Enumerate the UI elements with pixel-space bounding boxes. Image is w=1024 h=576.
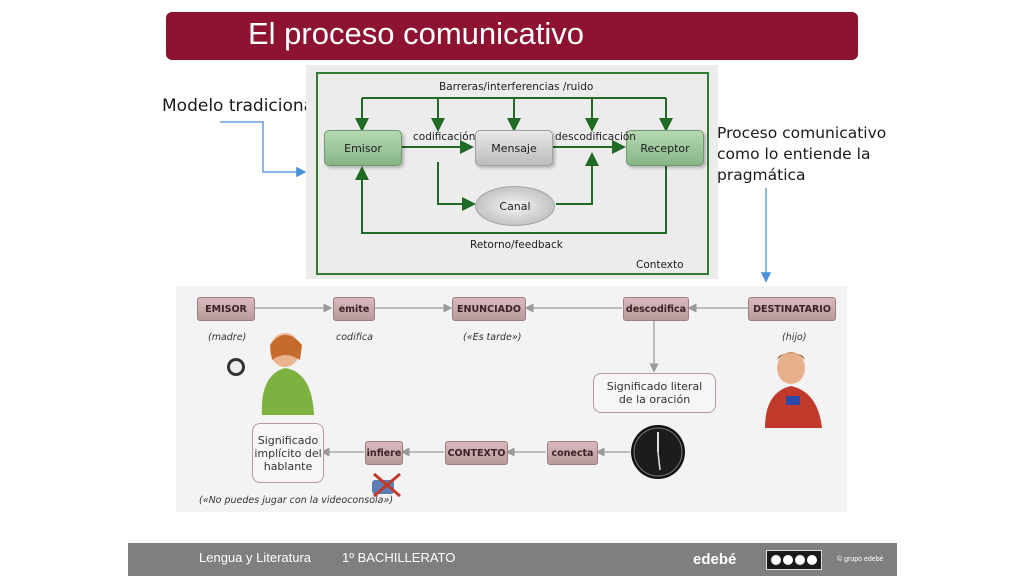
receptor-box: Receptor [626, 130, 704, 166]
label-pragmatic-line-2: como lo entiende la [717, 145, 871, 163]
footer-copyright: © grupo edebé [837, 556, 884, 563]
label-pragmatic-process: Proceso comunicativo como lo entiende la… [717, 123, 887, 186]
cc-circle-icon [771, 555, 781, 565]
label-traditional-model: Modelo tradicional [162, 96, 319, 116]
traditional-model-diagram [306, 65, 718, 279]
canal-ellipse: Canal [475, 186, 555, 226]
feedback-label: Retorno/feedback [470, 239, 563, 251]
arrow-traditional-pointer [220, 121, 307, 178]
mother-illustration [227, 333, 314, 415]
codifica-caption: codifica [336, 332, 373, 343]
by-circle-icon [783, 555, 793, 565]
cc-license-icon [766, 550, 822, 570]
mensaje-box: Mensaje [475, 130, 553, 166]
context-frame [316, 72, 709, 275]
significado-literal-box: Significado literal de la oración [593, 373, 716, 413]
nc-circle-icon [795, 555, 805, 565]
contexto-label: Contexto [636, 259, 684, 271]
significado-implicito-line-2: implícito del [254, 446, 322, 460]
descodificacion-label: descodificación [555, 131, 636, 143]
descodifica-tag: descodifica [623, 297, 689, 321]
significado-implicito-box: Significado implícito del hablante [252, 423, 324, 483]
label-pragmatic-line-3: pragmática [717, 166, 806, 184]
emite-tag: emite [333, 297, 375, 321]
infiere-tag: infiere [365, 441, 403, 465]
conecta-tag: conecta [547, 441, 598, 465]
title-banner [166, 12, 858, 60]
significado-implicito-line-3: hablante [263, 459, 313, 473]
significado-literal-line-1: Significado literal [606, 380, 703, 393]
hijo-caption: (hijo) [782, 332, 807, 343]
es-tarde-caption: («Es tarde») [463, 332, 522, 343]
sa-circle-icon [807, 555, 817, 565]
madre-caption: (madre) [208, 332, 247, 343]
destinatario-tag: DESTINATARIO [748, 297, 836, 321]
emisor-tag: EMISOR [197, 297, 255, 321]
barriers-label: Barreras/interferencias /ruido [439, 81, 594, 93]
boy-illustration [765, 352, 822, 428]
label-pragmatic-line-1: Proceso comunicativo [717, 124, 887, 142]
slide-title: El proceso comunicativo [248, 16, 584, 51]
significado-implicito-line-1: Significado [257, 433, 319, 447]
codificacion-label: codificación [413, 131, 476, 143]
clock-illustration [631, 425, 685, 479]
videoconsola-caption: («No puedes jugar con la videoconsola») [199, 495, 394, 506]
enunciado-tag: ENUNCIADO [452, 297, 526, 321]
contexto-tag: CONTEXTO [445, 441, 508, 465]
footer-brand-logo: edebé [693, 551, 737, 568]
emisor-box: Emisor [324, 130, 402, 166]
footer-level: 1º BACHILLERATO [342, 550, 456, 565]
crossed-console-illustration [372, 472, 401, 498]
significado-literal-line-2: de la oración [618, 393, 691, 406]
footer-subject: Lengua y Literatura [199, 550, 312, 565]
